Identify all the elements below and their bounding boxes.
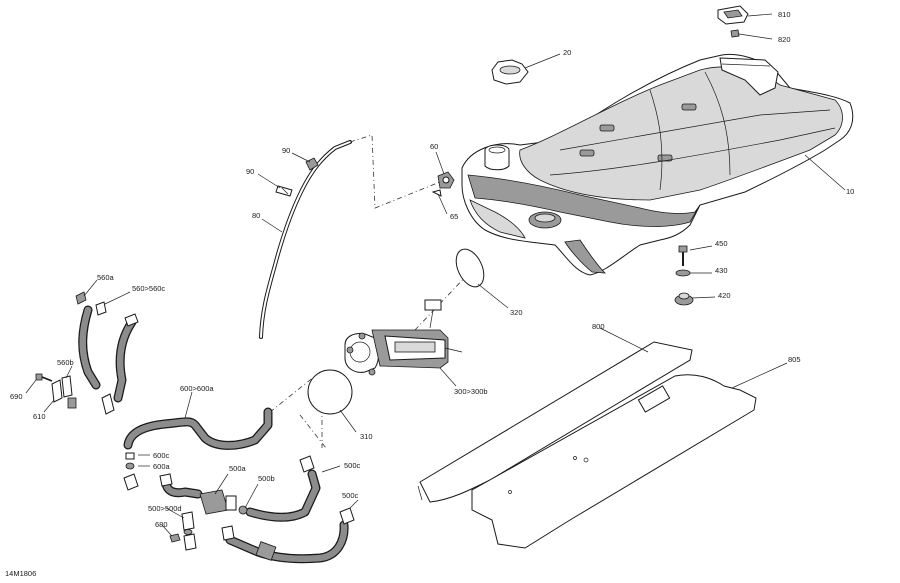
- fitting-500c-low: [181, 511, 195, 535]
- nut-820: [730, 29, 740, 38]
- callout-690: 690: [10, 392, 23, 401]
- callout-800: 800: [592, 322, 605, 331]
- callout-labels: 810 820 20 10 60 65 90 90 80 450 430 420…: [5, 10, 854, 578]
- bracket-610: [51, 379, 63, 403]
- callout-500c-upper: 500c: [344, 461, 361, 470]
- clamp-90-upper: [305, 157, 319, 171]
- fitting-560b: [61, 375, 77, 409]
- clip-810: [717, 5, 749, 25]
- fuel-pump: [344, 299, 463, 376]
- dash-vent-to-valve: [349, 134, 441, 209]
- callout-430: 430: [715, 266, 728, 275]
- fuel-filter: [199, 489, 237, 515]
- callout-500c-lower: 500>500d: [148, 504, 182, 513]
- callout-300: 300>300b: [454, 387, 488, 396]
- gasket-320: [455, 248, 485, 288]
- skid-plate-805: [471, 374, 757, 549]
- fuel-tank: [461, 53, 854, 276]
- callout-560b: 560b: [57, 358, 74, 367]
- callout-420: 420: [718, 291, 731, 300]
- callout-90-upper: 90: [282, 146, 290, 155]
- callout-610: 610: [33, 412, 46, 421]
- callout-60: 60: [430, 142, 438, 151]
- bolt-450: [678, 245, 688, 266]
- hose-500-lower: [221, 507, 355, 564]
- callout-90-lower: 90: [246, 167, 254, 176]
- hose-500-upper: [238, 455, 321, 522]
- callout-20: 20: [563, 48, 571, 57]
- hose-500a: [159, 473, 203, 499]
- washer-430: [675, 269, 691, 277]
- valve-60: [431, 171, 455, 197]
- hose-600: [123, 407, 273, 450]
- bracket-right: [101, 393, 115, 415]
- callout-810: 810: [778, 10, 791, 19]
- callout-820: 820: [778, 35, 791, 44]
- hose-560: [75, 291, 139, 403]
- callout-560c: 560>560c: [132, 284, 165, 293]
- callout-600a: 600>600a: [180, 384, 214, 393]
- callout-680: 680: [155, 520, 168, 529]
- callout-600a-small: 600a: [153, 462, 171, 471]
- callout-10: 10: [846, 187, 854, 196]
- dash-pump-to-tank: [414, 271, 471, 331]
- callout-320: 320: [510, 308, 523, 317]
- fittings-600: [123, 452, 139, 491]
- dash-hose-down: [299, 414, 327, 449]
- fuel-cap: [491, 59, 529, 85]
- fitting-680: [169, 533, 197, 551]
- dash-hose-to-pump: [269, 371, 321, 413]
- callout-600c: 600c: [153, 451, 170, 460]
- diagram-id: 14M1806: [5, 569, 36, 578]
- clamp-90-lower: [275, 185, 293, 197]
- vent-line: [259, 140, 352, 339]
- callout-65: 65: [450, 212, 458, 221]
- callout-500a: 500a: [229, 464, 247, 473]
- callout-500d: 500c: [342, 491, 359, 500]
- gasket-310: [307, 369, 353, 415]
- callout-80: 80: [252, 211, 260, 220]
- callout-560a: 560a: [97, 273, 115, 282]
- skid-plate-800: [417, 341, 693, 503]
- callout-805: 805: [788, 355, 801, 364]
- leader-lines: [25, 13, 846, 537]
- callout-450: 450: [715, 239, 728, 248]
- grommet-420: [674, 292, 694, 306]
- bolt-690: [35, 373, 53, 382]
- callout-310: 310: [360, 432, 373, 441]
- callout-500b: 500b: [258, 474, 275, 483]
